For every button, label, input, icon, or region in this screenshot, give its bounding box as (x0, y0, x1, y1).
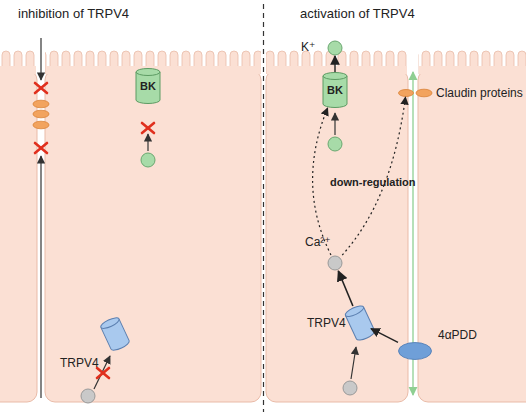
node-text: K⁺ (301, 40, 315, 54)
node-text: TRPV4 (307, 316, 346, 330)
dotted-arrow (313, 108, 331, 255)
trpv4-channel-shape (104, 318, 126, 350)
agonist-molecule-shape (398, 342, 432, 360)
node-text: TRPV4 (60, 356, 99, 370)
node-text: Ca²⁺ (305, 235, 331, 249)
claudin-protein: Claudin proteins (398, 89, 414, 97)
process-note: down-regulation (330, 176, 416, 188)
claudin-protein-shape (398, 89, 414, 97)
trpv4-channel: TRPV4 (104, 318, 126, 350)
potassium-ion-shape (327, 40, 343, 56)
node-text: 4αPDD (438, 328, 477, 342)
panel-heading: activation of TRPV4 (300, 6, 415, 21)
panel-heading: inhibition of TRPV4 (18, 6, 129, 21)
potassium-ion: K⁺ (327, 40, 343, 56)
arrow (338, 271, 353, 306)
trpv4-channel: TRPV4 (349, 306, 371, 340)
arrow (371, 329, 398, 343)
arrow (334, 56, 335, 72)
calcium-ion: Ca²⁺ (327, 255, 343, 271)
node-text: BK (135, 68, 161, 104)
trpv4-channel-shape (349, 306, 371, 340)
node-text: Claudin proteins (436, 86, 523, 100)
node-text: BK (322, 72, 348, 108)
bk-channel: BK (135, 68, 161, 104)
calcium-ion-shape (327, 255, 343, 271)
bk-channel: BK (322, 72, 348, 108)
agonist-molecule: 4αPDD (398, 342, 432, 360)
